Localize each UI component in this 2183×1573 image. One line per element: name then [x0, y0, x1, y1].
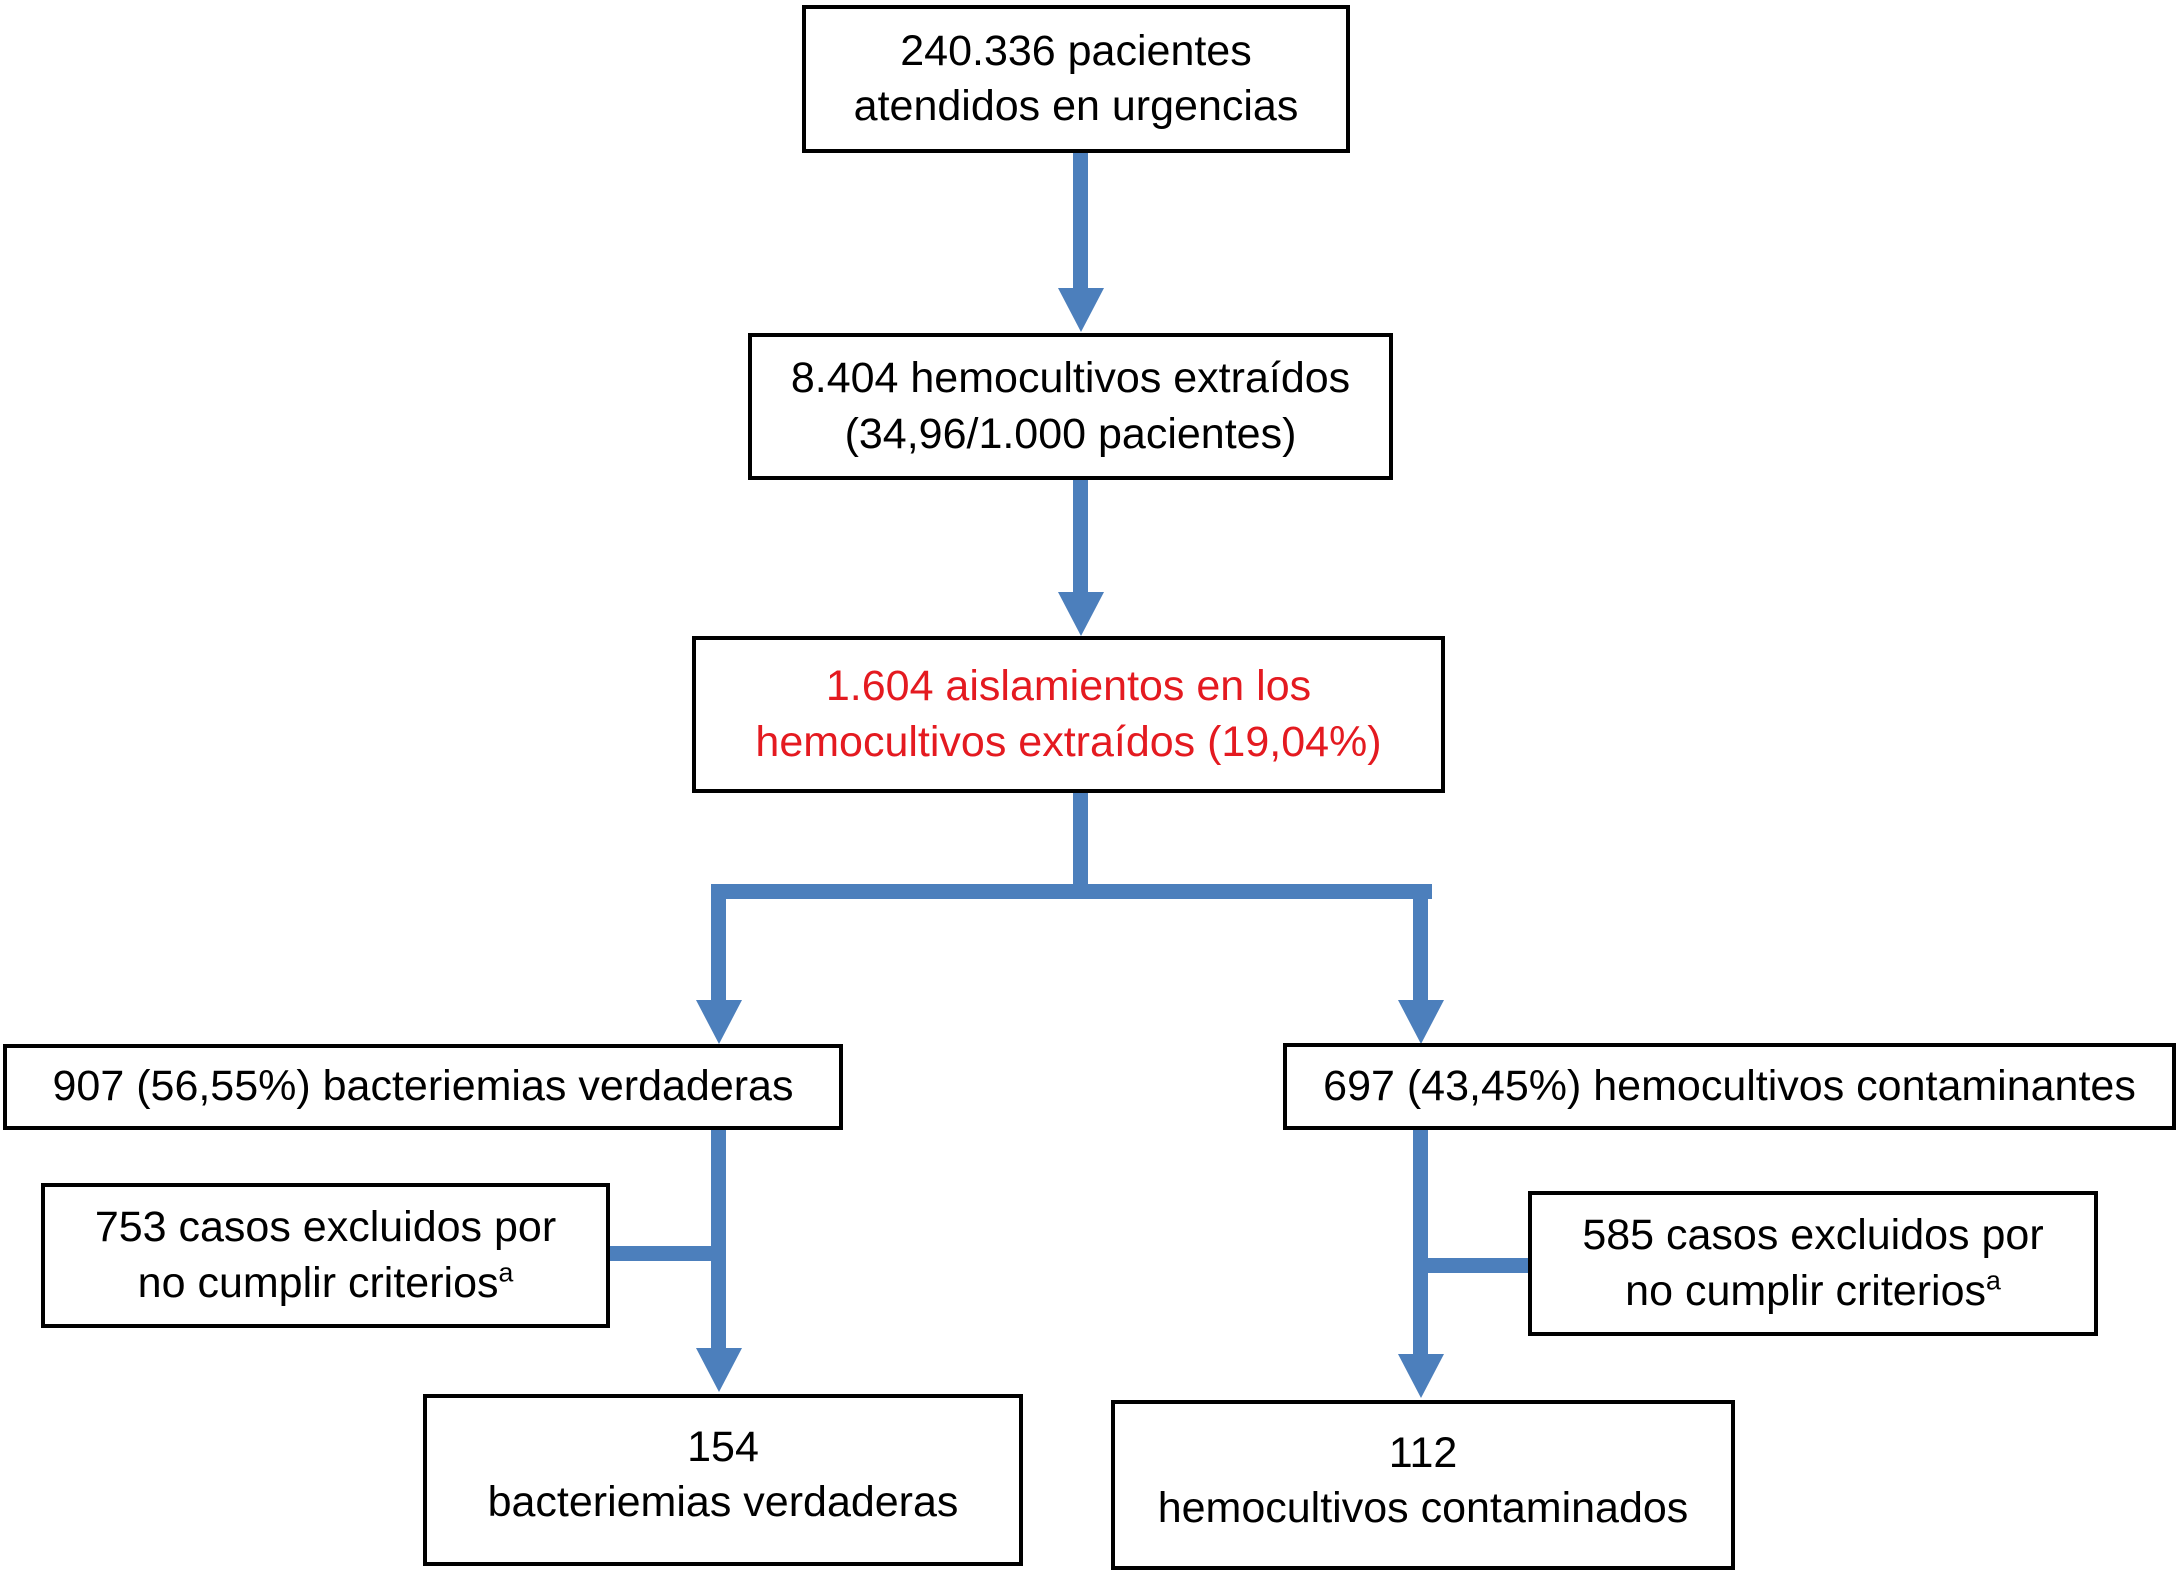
arrow-split-left-head: [696, 1000, 742, 1044]
arrow-cultures-to-isolates-head: [1058, 592, 1104, 636]
connector-split-bar: [711, 884, 1432, 899]
node-excluded-right: 585 casos excluidos por no cumplir crite…: [1528, 1191, 2098, 1336]
connector-excluded-left: [608, 1246, 726, 1261]
arrow-split-left-stem: [711, 884, 726, 1002]
node-final-contaminated-line2: hemocultivos contaminados: [1157, 1484, 1689, 1533]
node-cultures-line1: 8.404 hemocultivos extraídos: [790, 354, 1351, 403]
node-cultures: 8.404 hemocultivos extraídos (34,96/1.00…: [748, 333, 1393, 480]
arrow-contaminants-to-final-stem: [1413, 1128, 1428, 1356]
node-contaminants-line1: 697 (43,45%) hemocultivos contaminantes: [1323, 1061, 2136, 1110]
node-contaminants: 697 (43,45%) hemocultivos contaminantes: [1283, 1043, 2176, 1130]
connector-split-stem: [1073, 793, 1088, 891]
node-excluded-left-line2: no cumplir criteriosa: [137, 1257, 514, 1307]
arrow-patients-to-cultures-stem: [1073, 153, 1088, 290]
arrow-true-to-final-stem: [711, 1128, 726, 1352]
arrow-cultures-to-isolates-stem: [1073, 480, 1088, 594]
node-cultures-line2: (34,96/1.000 pacientes): [844, 409, 1297, 458]
node-final-contaminated: 112 hemocultivos contaminados: [1111, 1400, 1735, 1570]
footnote-marker-right: a: [1986, 1265, 2001, 1296]
arrow-true-to-final-head: [696, 1348, 742, 1392]
node-true-bacteremia: 907 (56,55%) bacteriemias verdaderas: [3, 1044, 843, 1130]
node-patients: 240.336 pacientes atendidos en urgencias: [802, 5, 1350, 153]
footnote-marker-left: a: [498, 1257, 514, 1288]
node-excluded-right-line1: 585 casos excluidos por: [1582, 1211, 2044, 1260]
arrow-split-right-stem: [1413, 884, 1428, 1002]
node-final-true-line1: 154: [687, 1423, 759, 1471]
node-isolates-line1: 1.604 aislamientos en los: [825, 662, 1312, 711]
node-excluded-left-line1: 753 casos excluidos por: [94, 1203, 557, 1252]
arrow-patients-to-cultures-head: [1058, 288, 1104, 332]
node-true-bacteremia-line1: 907 (56,55%) bacteriemias verdaderas: [52, 1062, 794, 1111]
arrow-contaminants-to-final-head: [1398, 1354, 1444, 1398]
node-final-true: 154 bacteriemias verdaderas: [423, 1394, 1023, 1566]
node-final-contaminated-line1: 112: [1388, 1429, 1458, 1477]
node-excluded-left: 753 casos excluidos por no cumplir crite…: [41, 1183, 610, 1328]
node-isolates: 1.604 aislamientos en los hemocultivos e…: [692, 636, 1445, 793]
node-final-true-line2: bacteriemias verdaderas: [487, 1478, 959, 1527]
arrow-split-right-head: [1398, 1000, 1444, 1044]
node-patients-line2: atendidos en urgencias: [853, 82, 1299, 130]
node-patients-line1: 240.336 pacientes: [900, 26, 1252, 75]
node-excluded-right-line2: no cumplir criteriosa: [1625, 1265, 2001, 1315]
node-isolates-line2: hemocultivos extraídos (19,04%): [755, 717, 1382, 766]
connector-excluded-right: [1413, 1258, 1530, 1273]
